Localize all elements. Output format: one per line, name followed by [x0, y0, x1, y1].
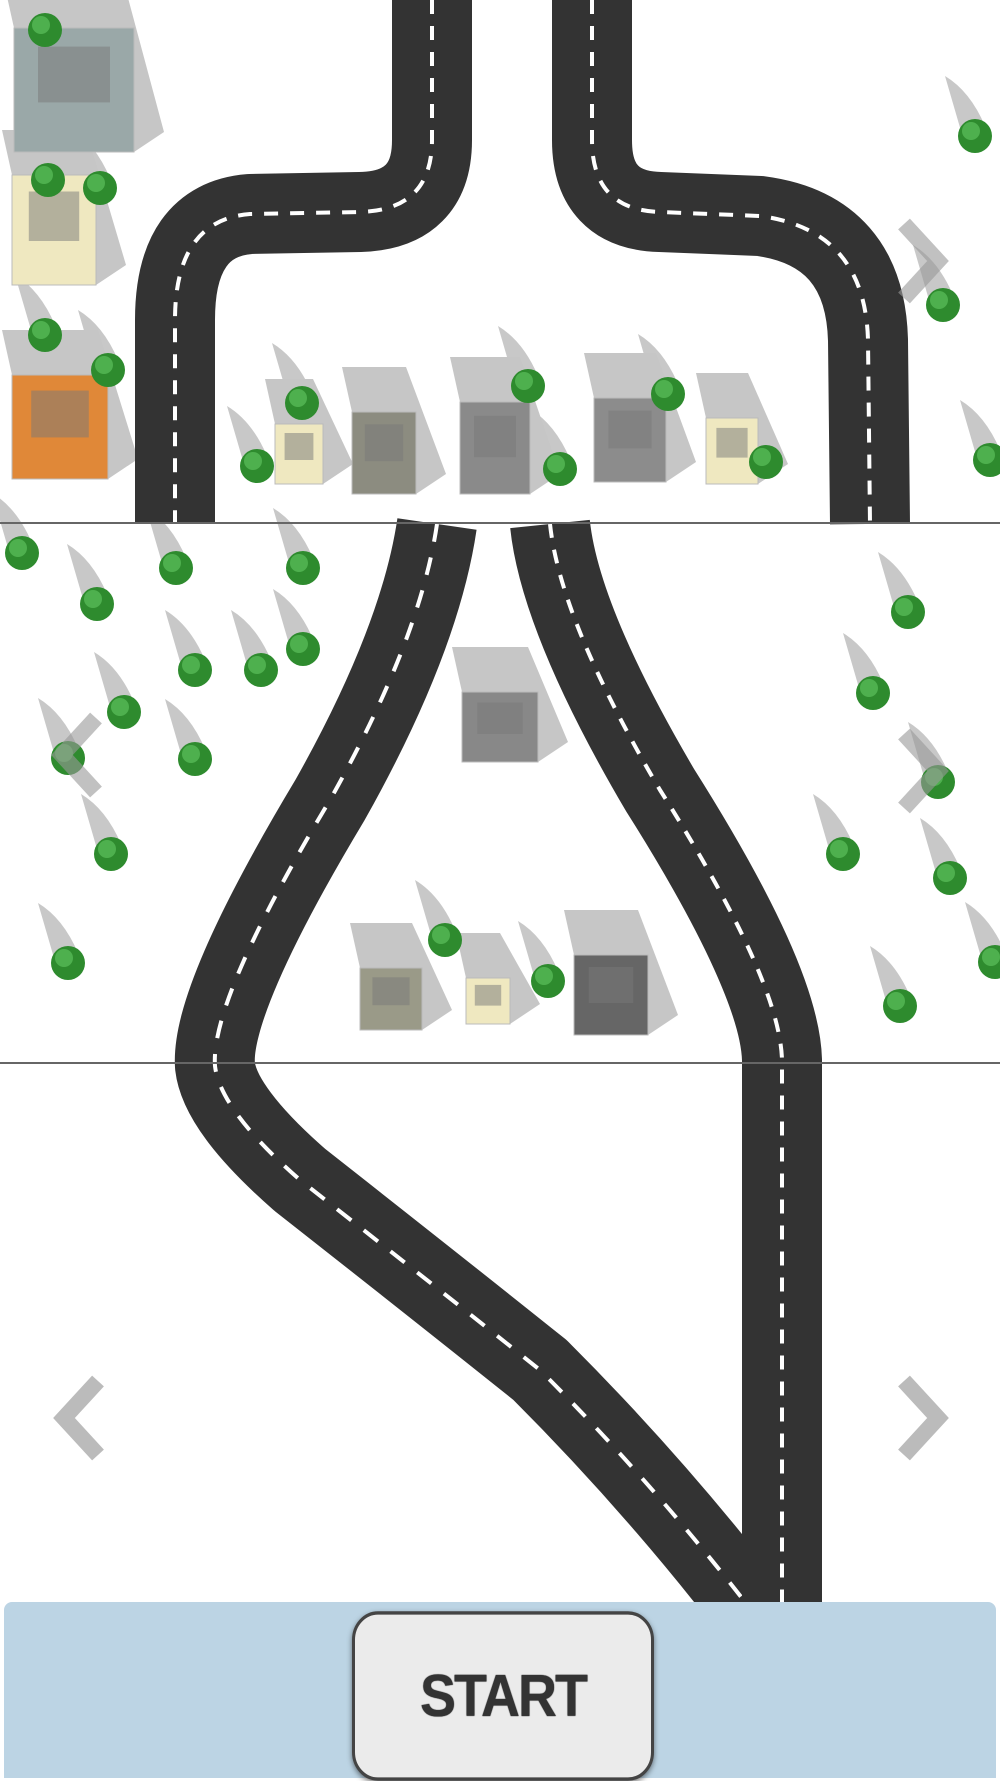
building	[13, 27, 135, 153]
tree-shadow	[843, 633, 883, 688]
tree-icon	[178, 742, 212, 776]
building	[274, 423, 324, 485]
tree-icon	[891, 595, 925, 629]
buildings-layer	[11, 27, 759, 1036]
tree-shadow	[81, 794, 121, 849]
chevron-right-icon[interactable]	[892, 1373, 952, 1463]
tree-shadow	[870, 946, 910, 1001]
tree-shadow	[878, 552, 918, 607]
tree-shadow	[227, 406, 267, 461]
game-map	[0, 0, 1000, 1602]
building	[351, 411, 417, 495]
building	[465, 977, 511, 1025]
tree-shadow	[415, 880, 455, 935]
tree-icon	[28, 318, 62, 352]
tree-icon	[826, 837, 860, 871]
building	[359, 967, 423, 1031]
tree-icon	[244, 653, 278, 687]
tree-icon	[883, 989, 917, 1023]
building	[573, 954, 649, 1036]
tree-shadow	[965, 902, 1000, 957]
roads	[135, 0, 910, 1602]
building	[593, 397, 667, 483]
tree-shadow	[94, 652, 134, 707]
building	[461, 691, 539, 763]
road-top-right	[552, 0, 910, 525]
tree-icon	[978, 945, 1000, 979]
tree-icon	[240, 449, 274, 483]
tree-shadow	[813, 794, 853, 849]
tree-icon	[286, 551, 320, 585]
tree-icon	[926, 288, 960, 322]
tree-shadow	[498, 326, 538, 381]
tree-icon	[94, 837, 128, 871]
tree-icon	[511, 369, 545, 403]
tree-icon	[285, 386, 319, 420]
tree-shadow	[67, 544, 107, 599]
tree-shadow	[273, 589, 313, 644]
trees-layer	[5, 13, 1000, 1023]
tree-icon	[856, 676, 890, 710]
tree-icon	[31, 163, 65, 197]
tree-icon	[28, 13, 62, 47]
chevron-left-icon[interactable]	[50, 1373, 110, 1463]
tree-icon	[159, 551, 193, 585]
tree-icon	[5, 536, 39, 570]
section-divider	[0, 1062, 1000, 1064]
tree-icon	[80, 587, 114, 621]
tree-shadow	[15, 275, 55, 330]
tree-icon	[933, 861, 967, 895]
tree-shadow	[945, 76, 985, 131]
tree-icon	[51, 946, 85, 980]
tree-shadow	[38, 903, 78, 958]
chevron-right-icon[interactable]	[892, 726, 952, 816]
tree-icon	[958, 119, 992, 153]
tree-shadow	[920, 818, 960, 873]
tree-icon	[286, 632, 320, 666]
tree-shadow	[960, 400, 1000, 455]
tree-shadow	[273, 508, 313, 563]
tree-icon	[178, 653, 212, 687]
tree-icon	[91, 353, 125, 387]
chevron-left-icon[interactable]	[48, 710, 108, 800]
tree-shadow	[518, 921, 558, 976]
tree-icon	[543, 452, 577, 486]
tree-shadow	[165, 699, 205, 754]
tree-icon	[107, 695, 141, 729]
chevron-right-icon[interactable]	[892, 216, 952, 306]
tree-shadow	[165, 610, 205, 665]
building	[459, 401, 531, 495]
tree-icon	[428, 923, 462, 957]
tree-icon	[531, 964, 565, 998]
start-button[interactable]: START	[352, 1611, 654, 1781]
building	[705, 417, 759, 485]
tree-icon	[83, 171, 117, 205]
tree-icon	[651, 377, 685, 411]
building	[11, 374, 109, 480]
tree-icon	[973, 443, 1000, 477]
section-divider	[0, 522, 1000, 524]
tree-shadow	[231, 610, 271, 665]
tree-icon	[749, 445, 783, 479]
